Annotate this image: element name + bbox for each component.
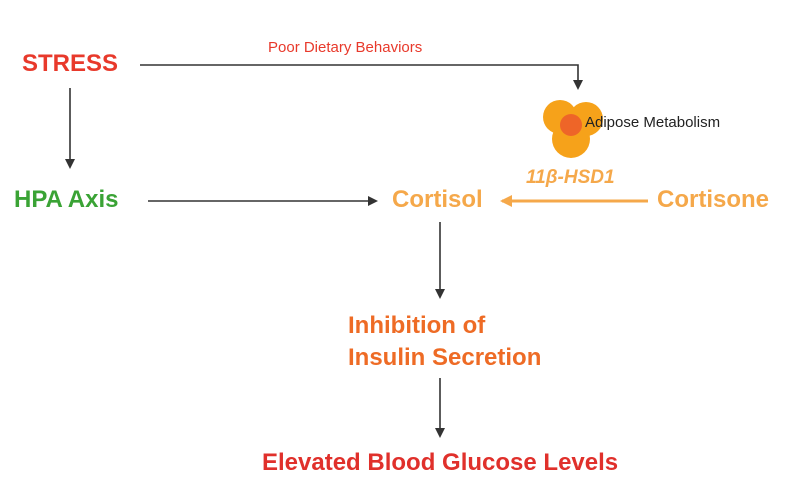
node-inhibition-of-insulin-secretion: Inhibition of Insulin Secretion (348, 310, 541, 374)
node-hpa-axis: HPA Axis (14, 186, 119, 213)
label-poor-dietary-behaviors: Poor Dietary Behaviors (268, 39, 423, 56)
node-elevated-blood-glucose: Elevated Blood Glucose Levels (262, 449, 619, 476)
adipose-cluster-icon (543, 100, 603, 158)
node-cortisol: Cortisol (392, 186, 483, 213)
arrow-stress-to-adipose (140, 64, 583, 90)
node-adipose-metabolism: Adipose Metabolism (585, 114, 721, 131)
inhibition-line-2: Insulin Secretion (348, 344, 542, 371)
label-11b-hsd1: 11β-HSD1 (526, 167, 615, 188)
node-stress: STRESS (22, 50, 119, 77)
node-cortisone: Cortisone (657, 186, 770, 213)
inhibition-line-1: Inhibition of (348, 312, 486, 339)
